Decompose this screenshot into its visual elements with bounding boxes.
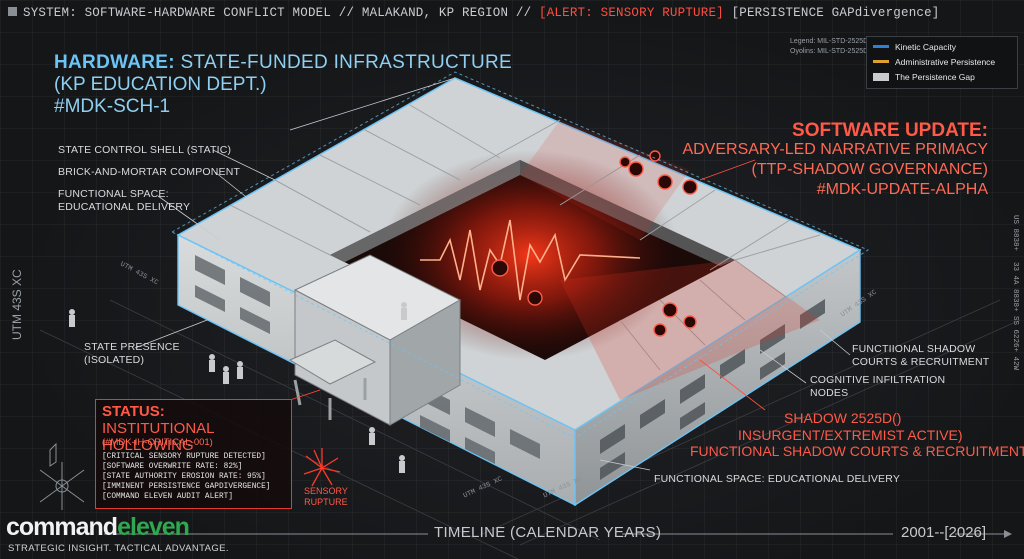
brand-part-2: eleven <box>117 513 190 541</box>
status-heading: STATUS: <box>102 403 165 420</box>
rupture-burst <box>303 448 341 487</box>
room-partitions <box>229 104 821 371</box>
red-overlay-right <box>560 260 820 400</box>
label-functional-shadow-courts: FUNCTIONAL SHADOW COURTS & RECRUITMENT <box>690 443 1024 459</box>
red-leader-lines <box>289 159 766 411</box>
header-persistence: [PERSISTENCE GAPdivergence] <box>731 6 940 20</box>
software-line-1: ADVERSARY-LED NARRATIVE PRIMACY <box>682 141 988 158</box>
status-code: (#MDK-IH-CRITICAL-001) <box>102 437 213 448</box>
software-title: SOFTWARE UPDATE: <box>792 120 988 141</box>
legend-item-gap: The Persistence Gap <box>873 72 975 82</box>
header-bar: SYSTEM: SOFTWARE-HARDWARE CONFLICT MODEL… <box>8 6 940 20</box>
legend-note-2: Oyolins: MIL-STD-2525D <box>790 48 869 55</box>
status-title: INSTITUTIONAL HOLLOWING <box>102 420 214 454</box>
status-line: [STATE AUTHORITY EROSION RATE: 95%] <box>102 473 266 481</box>
label-shadow-courts-2: COURTS & RECRUITMENT <box>852 356 990 368</box>
sensory-line-2: RUPTURE <box>304 497 348 507</box>
label-shadow-2525d: SHADOW 2525D() <box>784 410 902 426</box>
side-code-1: US 8838+ <box>1011 215 1019 252</box>
status-line: [SOFTWARE OVERWRITE RATE: 82%] <box>102 463 243 471</box>
label-functional-space-2: EDUCATIONAL DELIVERY <box>58 201 191 213</box>
software-line-2: (TTP-SHADOW GOVERNANCE) <box>751 161 988 178</box>
label-educational-delivery: FUNCTIONAL SPACE: EDUCATIONAL DELIVERY <box>654 473 901 485</box>
legend-swatch <box>873 60 889 63</box>
label-state-presence-2: (ISOLATED) <box>84 354 145 366</box>
status-line: [CRITICAL SENSORY RUPTURE DETECTED] <box>102 453 266 461</box>
windows-right <box>600 299 825 480</box>
label-shadow-courts-1: FUNCTIIONAL SHADOW <box>852 343 976 355</box>
hardware-title: HARDWARE: STATE-FUNDED INFRASTRUCTURE <box>54 52 512 74</box>
signal-wave <box>420 219 641 301</box>
label-cognitive-1: COGNITIVE INFILTRATION <box>810 374 946 386</box>
brand-logo: commandeleven <box>6 513 190 541</box>
status-panel: STATUS: INSTITUTIONAL HOLLOWING (#MDK-IH… <box>95 399 292 509</box>
threat-symbols <box>491 150 698 337</box>
header-alert: [ALERT: SENSORY RUPTURE] <box>539 6 724 20</box>
leader-lines <box>134 77 851 471</box>
legend-item-kinetic: Kinetic Capacity <box>873 42 956 52</box>
header-region: MALAKAND, KP REGION <box>361 6 509 20</box>
header-separator: // <box>515 6 532 20</box>
hardware-frame <box>170 71 870 439</box>
status-line: [COMMAND ELEVEN AUDIT ALERT] <box>102 493 234 501</box>
legend-swatch <box>873 73 889 81</box>
wall-front-right <box>574 248 861 507</box>
timeline-label: TIMELINE (CALENDAR YEARS) <box>434 524 662 541</box>
legend: Kinetic Capacity Administrative Persiste… <box>866 36 1018 89</box>
legend-note-1: Legend: MIL-STD-2525D <box>790 38 869 45</box>
sensory-rupture-label: SENSORY RUPTURE <box>304 486 348 508</box>
header-separator: // <box>338 6 355 20</box>
utm-left-label: UTM 43S XC <box>10 269 24 340</box>
side-code-2: 33 4A 8838+ <box>1011 262 1019 312</box>
sensory-line-1: SENSORY <box>304 486 348 496</box>
header-system: SYSTEM: SOFTWARE-HARDWARE CONFLICT MODEL <box>23 6 332 20</box>
label-cognitive-2: NODES <box>810 387 849 399</box>
label-state-presence-1: STATE PRESENCE <box>84 341 180 353</box>
compass-glyph <box>39 442 85 510</box>
windows-left <box>195 255 540 464</box>
porch <box>288 339 377 385</box>
hardware-title-text: STATE-FUNDED INFRASTRUCTURE <box>180 52 512 73</box>
side-code-3: SS 6226+ 42W <box>1011 316 1019 371</box>
legend-item-administrative: Administrative Persistence <box>873 57 995 67</box>
label-functional-space-1: FUNCTIONAL SPACE: <box>58 188 169 200</box>
label-insurgent: INSURGENT/EXTREMIST ACTIVE) <box>738 427 963 443</box>
brand-part-1: command <box>6 513 118 541</box>
entrance-block-right <box>389 299 461 426</box>
software-tag: #MDK-UPDATE-ALPHA <box>816 181 988 198</box>
label-state-control-shell: STATE CONTROL SHELL (STATIC) <box>58 144 232 156</box>
hardware-subtitle: (KP EDUCATION DEPT.) <box>54 74 267 95</box>
figures <box>69 302 407 473</box>
header-square-icon <box>8 7 17 16</box>
timeline-years: 2001--[2026] <box>901 524 987 541</box>
status-line: [IMMINENT PERSISTENCE GAPDIVERGENCE] <box>102 483 271 491</box>
brand-tagline: STRATEGIC INSIGHT. TACTICAL ADVANTAGE. <box>8 543 229 554</box>
red-overlay-top <box>520 120 690 240</box>
label-brick-mortar: BRICK-AND-MORTAR COMPONENT <box>58 166 241 178</box>
hardware-prefix: HARDWARE: <box>54 52 175 73</box>
hardware-tag: #MDK-SCH-1 <box>54 96 171 117</box>
legend-swatch <box>873 45 889 48</box>
